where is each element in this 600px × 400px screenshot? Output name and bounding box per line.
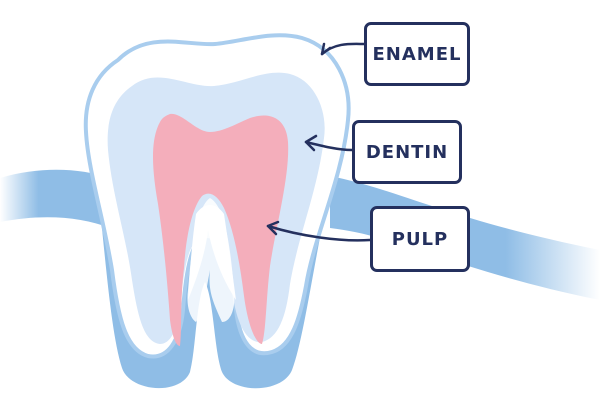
pulp-chamber bbox=[153, 113, 289, 347]
enamel-arrowhead bbox=[320, 42, 332, 56]
pulp-label: PULP bbox=[391, 228, 449, 250]
dentin-label: DENTIN bbox=[365, 141, 449, 163]
enamel-label-box: ENAMEL bbox=[364, 22, 470, 86]
pulp-inner-gap bbox=[188, 205, 236, 300]
pulp-label-box: PULP bbox=[370, 206, 470, 272]
gum-left bbox=[0, 169, 110, 228]
pulp-arrow bbox=[266, 224, 372, 242]
dentin-label-box: DENTIN bbox=[352, 120, 462, 184]
dentin-arrow bbox=[304, 140, 354, 152]
dentin-arrowhead bbox=[304, 134, 318, 152]
pulp-arrowhead bbox=[266, 220, 280, 236]
enamel-label: ENAMEL bbox=[372, 43, 462, 65]
